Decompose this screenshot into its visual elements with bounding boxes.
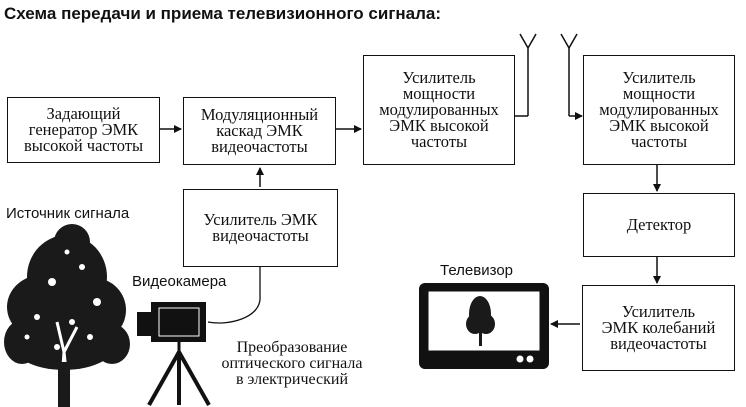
block-rx-amplifier: Усилитель мощности модулированных ЭМК вы… — [583, 55, 735, 165]
video-camera-icon — [137, 302, 211, 406]
television-icon — [419, 283, 549, 369]
block-osc-amplifier: Усилитель ЭМК колебаний видеочастоты — [582, 285, 735, 371]
tx-antenna-icon — [519, 33, 537, 49]
block-generator: Задающий генератор ЭМК высокой частоты — [7, 97, 160, 163]
camera-cable — [207, 267, 261, 324]
block-detector: Детектор — [583, 193, 735, 257]
rx-antenna-icon — [560, 33, 578, 49]
label-conversion: Преобразование оптического сигнала в эле… — [221, 339, 363, 388]
tv-tree-image — [466, 296, 495, 346]
diagram-title: Схема передачи и приема телевизионного с… — [4, 4, 442, 23]
block-tx-amplifier: Усилитель мощности модулированных ЭМК вы… — [363, 55, 515, 165]
block-modulator: Модуляционный каскад ЭМК видеочастоты — [183, 97, 336, 165]
label-signal-source: Источник сигнала — [6, 205, 130, 222]
tree-icon — [4, 224, 130, 407]
label-video-camera: Видеокамера — [132, 273, 227, 290]
label-tv: Телевизор — [440, 262, 514, 279]
block-video-amplifier: Усилитель ЭМК видеочастоты — [183, 189, 338, 267]
